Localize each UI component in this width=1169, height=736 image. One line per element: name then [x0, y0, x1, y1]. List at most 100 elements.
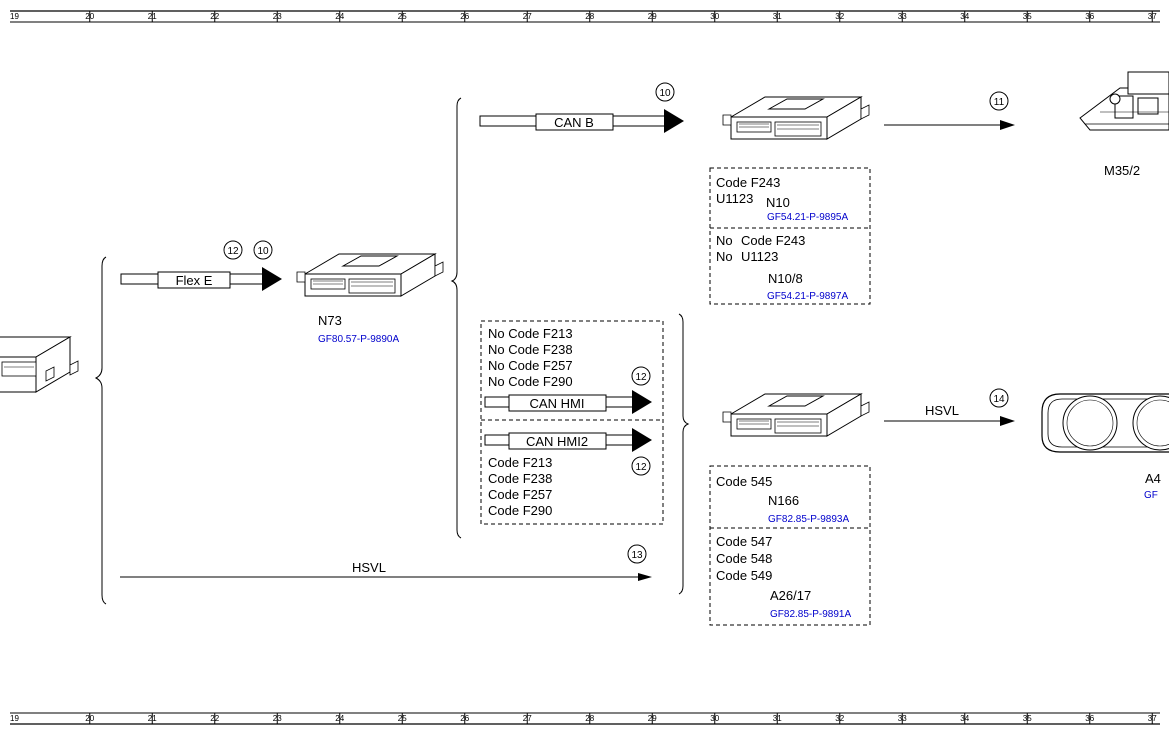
top-ruler-label: 26: [460, 12, 469, 21]
hsvl-a4-line[interactable]: HSVL: [884, 403, 1015, 426]
bottom-ruler-label: 20: [85, 714, 94, 723]
connection-marker-11: 11: [989, 91, 1009, 111]
svg-text:12: 12: [227, 246, 239, 257]
a26-code-line-3: Code 549: [716, 568, 772, 583]
a26-code-line-1: Code 547: [716, 534, 772, 549]
n166-code-line: Code 545: [716, 474, 772, 489]
svg-text:13: 13: [631, 550, 643, 561]
hmi-brace: [678, 313, 690, 595]
bottom-ruler-label: 25: [398, 714, 407, 723]
can-hmi2-label: CAN HMI2: [526, 434, 588, 449]
top-ruler-label: 35: [1023, 12, 1032, 21]
n10-code-line-1: Code F243: [716, 175, 780, 190]
can-hmi2-arrow[interactable]: CAN HMI2: [484, 428, 652, 452]
top-ruler-label: 22: [210, 12, 219, 21]
a4-ref-link[interactable]: GF: [1144, 490, 1158, 501]
n10-control-unit[interactable]: [722, 96, 870, 140]
bottom-ruler-label: 26: [460, 714, 469, 723]
n10-8-ref-link[interactable]: GF54.21-P-9897A: [767, 291, 848, 302]
can-b-label: CAN B: [554, 115, 594, 130]
n10-8-code-1: Code F243: [741, 233, 805, 248]
hmi2-code-2: Code F238: [488, 471, 552, 486]
hmi-code-box: No Code F213 No Code F238 No Code F257 N…: [480, 320, 664, 525]
connection-marker-12-hmi: 12: [631, 366, 651, 386]
n166-ref-link[interactable]: GF82.85-P-9893A: [768, 514, 849, 525]
a26-17-ref-link[interactable]: GF82.85-P-9891A: [770, 609, 851, 620]
hsvl-main-label: HSVL: [352, 560, 386, 575]
top-ruler-label: 25: [398, 12, 407, 21]
bottom-ruler-label: 23: [273, 714, 282, 723]
bottom-ruler-label: 32: [835, 714, 844, 723]
n10-8-code-2: U1123: [741, 249, 778, 264]
m35-2-label: M35/2: [1104, 163, 1140, 178]
hmi2-code-4: Code F290: [488, 503, 552, 518]
n10-8-no-1: No: [716, 233, 733, 248]
flex-e-label: Flex E: [176, 273, 213, 288]
connection-marker-14: 14: [989, 388, 1009, 408]
source-control-unit[interactable]: [0, 336, 79, 393]
hmi-no-code-3: No Code F257: [488, 358, 573, 373]
a26-code-line-2: Code 548: [716, 551, 772, 566]
hsvl-right-label: HSVL: [925, 403, 959, 418]
top-ruler-label: 21: [148, 12, 157, 21]
top-ruler-label: 24: [335, 12, 344, 21]
bottom-ruler-label: 36: [1085, 714, 1094, 723]
bottom-ruler-label: 30: [710, 714, 719, 723]
bottom-ruler-label: 24: [335, 714, 344, 723]
n73-ref-link[interactable]: GF80.57-P-9890A: [318, 334, 399, 345]
n10-code-box: Code F243 U1123 N10 GF54.21-P-9895A No C…: [709, 167, 871, 305]
top-ruler-label: 20: [85, 12, 94, 21]
top-ruler-label: 28: [585, 12, 594, 21]
top-ruler-label: 36: [1085, 12, 1094, 21]
top-ruler-label: 32: [835, 12, 844, 21]
n166-control-unit[interactable]: [722, 393, 870, 437]
n10-ref-link[interactable]: GF54.21-P-9895A: [767, 212, 848, 223]
left-brace: [94, 256, 107, 605]
top-ruler-label: 30: [710, 12, 719, 21]
svg-text:10: 10: [659, 88, 671, 99]
hmi-no-code-2: No Code F238: [488, 342, 573, 357]
n10-label: N10: [766, 195, 790, 210]
m35-arrowhead: [1000, 120, 1015, 130]
top-ruler-label: 34: [960, 12, 969, 21]
svg-text:10: 10: [257, 246, 269, 257]
can-hmi-arrow[interactable]: CAN HMI: [484, 390, 652, 414]
connection-marker-10-flex: 10: [253, 240, 273, 260]
n10-code-line-2: U1123: [716, 191, 753, 206]
bottom-ruler-label: 28: [585, 714, 594, 723]
bottom-ruler-label: 29: [648, 714, 657, 723]
bottom-ruler-label: 31: [773, 714, 782, 723]
n73-control-unit[interactable]: [296, 253, 444, 297]
bottom-ruler-label: 27: [523, 714, 532, 723]
can-hmi-label: CAN HMI: [530, 396, 585, 411]
hmi2-code-1: Code F213: [488, 455, 552, 470]
a4-label: A4: [1145, 471, 1161, 486]
top-ruler-label: 33: [898, 12, 907, 21]
top-ruler-label: 19: [10, 12, 19, 21]
hmi-no-code-4: No Code F290: [488, 374, 573, 389]
bottom-ruler-label: 21: [148, 714, 157, 723]
bottom-ruler-label: 35: [1023, 714, 1032, 723]
bottom-ruler-label: 37: [1148, 714, 1157, 723]
m35-2-module[interactable]: [1079, 71, 1169, 131]
a4-instrument-cluster[interactable]: [1041, 393, 1169, 453]
top-ruler-label: 29: [648, 12, 657, 21]
top-ruler-label: 27: [523, 12, 532, 21]
n73-label: N73: [318, 313, 342, 328]
bottom-ruler-label: 34: [960, 714, 969, 723]
flex-e-arrow[interactable]: Flex E: [120, 267, 282, 291]
connection-marker-10-canb: 10: [655, 82, 675, 102]
n166-label: N166: [768, 493, 799, 508]
n166-code-box: Code 545 N166 GF82.85-P-9893A Code 547 C…: [709, 465, 871, 626]
n10-8-label: N10/8: [768, 271, 803, 286]
svg-text:11: 11: [994, 97, 1005, 108]
hsvl-main-line[interactable]: HSVL: [120, 560, 652, 581]
bottom-ruler-label: 33: [898, 714, 907, 723]
connection-marker-13: 13: [627, 544, 647, 564]
n73-brace: [450, 97, 462, 539]
can-b-arrow[interactable]: CAN B: [479, 109, 684, 133]
top-ruler-label: 31: [773, 12, 782, 21]
connection-marker-12-hmi2: 12: [631, 456, 651, 476]
top-ruler-label: 23: [273, 12, 282, 21]
